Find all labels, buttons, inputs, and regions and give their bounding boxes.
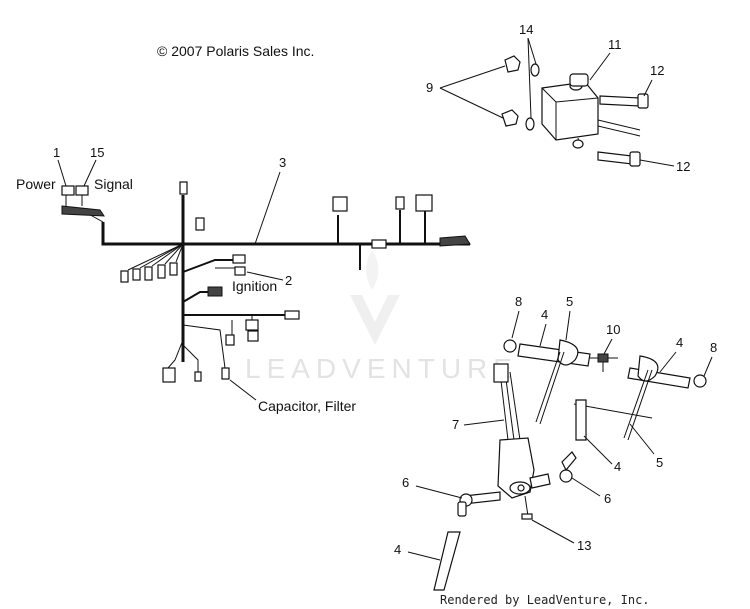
harness-connector bbox=[162, 367, 176, 383]
switch-assembly bbox=[433, 339, 707, 591]
plug-cap bbox=[693, 374, 707, 388]
sleeve-tube bbox=[517, 343, 591, 367]
bolt bbox=[597, 151, 633, 165]
sleeve-tube bbox=[627, 367, 691, 389]
callout-4-right: 4 bbox=[676, 335, 683, 350]
tie-strap bbox=[637, 355, 659, 382]
washer bbox=[530, 63, 540, 77]
harness-connector bbox=[395, 196, 405, 210]
ignition-label: Ignition bbox=[232, 278, 277, 294]
harness-connector bbox=[120, 270, 129, 283]
callout-9: 9 bbox=[426, 80, 433, 95]
harness-connector bbox=[332, 196, 348, 212]
harness-connector bbox=[232, 254, 246, 264]
nut bbox=[504, 55, 521, 73]
callout-12-top: 12 bbox=[650, 63, 664, 78]
harness-connector bbox=[234, 266, 246, 276]
screw bbox=[521, 513, 533, 520]
grommet bbox=[561, 451, 577, 472]
harness-connector bbox=[207, 286, 223, 297]
callout-5-top: 5 bbox=[566, 294, 573, 309]
callout-12-bottom: 12 bbox=[676, 159, 690, 174]
callout-14: 14 bbox=[519, 22, 533, 37]
copyright-text: © 2007 Polaris Sales Inc. bbox=[157, 43, 314, 59]
electronic-module bbox=[541, 81, 599, 141]
callout-1: 1 bbox=[53, 145, 60, 160]
callout-4-bottom: 4 bbox=[394, 542, 401, 557]
sleeve-tube bbox=[575, 399, 587, 441]
harness-connector bbox=[132, 268, 141, 281]
callout-15: 15 bbox=[90, 145, 104, 160]
watermark-logo bbox=[350, 250, 400, 345]
callout-2: 2 bbox=[285, 273, 292, 288]
callout-4-mid: 4 bbox=[614, 459, 621, 474]
plug-cap bbox=[503, 339, 517, 353]
callout-4-top: 4 bbox=[541, 307, 548, 322]
wiring-harness bbox=[61, 181, 471, 383]
power-label: Power bbox=[16, 176, 56, 192]
callout-6-left: 6 bbox=[402, 475, 409, 490]
module-assembly bbox=[501, 55, 649, 167]
harness-connector bbox=[371, 239, 387, 249]
capacitor-label: Capacitor, Filter bbox=[258, 398, 356, 414]
harness-connector bbox=[195, 217, 205, 231]
callout-7: 7 bbox=[452, 417, 459, 432]
cable-connector bbox=[493, 363, 509, 383]
sleeve-tube bbox=[433, 531, 461, 591]
callout-6-right: 6 bbox=[604, 491, 611, 506]
harness-connector bbox=[179, 181, 188, 195]
callout-8-right: 8 bbox=[710, 340, 717, 355]
washer bbox=[525, 117, 535, 131]
harness-connector bbox=[245, 319, 259, 331]
signal-label: Signal bbox=[94, 176, 133, 192]
power-connector bbox=[61, 185, 75, 196]
footer-text: Rendered by LeadVenture, Inc. bbox=[440, 593, 650, 607]
nut bbox=[501, 109, 519, 127]
callout-8-left: 8 bbox=[515, 294, 522, 309]
harness-connector bbox=[169, 262, 178, 276]
watermark-text: LEADVENTURE bbox=[245, 353, 518, 384]
harness-connector bbox=[247, 330, 259, 342]
harness-connector bbox=[225, 334, 235, 346]
connector-bracket bbox=[61, 205, 105, 217]
callout-3: 3 bbox=[279, 155, 286, 170]
harness-connector bbox=[194, 371, 202, 382]
harness-connector bbox=[415, 194, 433, 212]
bolt bbox=[599, 95, 641, 107]
harness-end-connector bbox=[439, 235, 471, 247]
callout-13: 13 bbox=[577, 538, 591, 553]
callout-11: 11 bbox=[608, 37, 622, 52]
harness-connector bbox=[284, 310, 300, 320]
harness-connector bbox=[144, 266, 153, 281]
callout-5-bottom: 5 bbox=[656, 455, 663, 470]
signal-connector bbox=[75, 185, 89, 196]
harness-connector bbox=[157, 264, 166, 279]
harness-connector bbox=[221, 367, 230, 380]
callout-10: 10 bbox=[606, 322, 620, 337]
